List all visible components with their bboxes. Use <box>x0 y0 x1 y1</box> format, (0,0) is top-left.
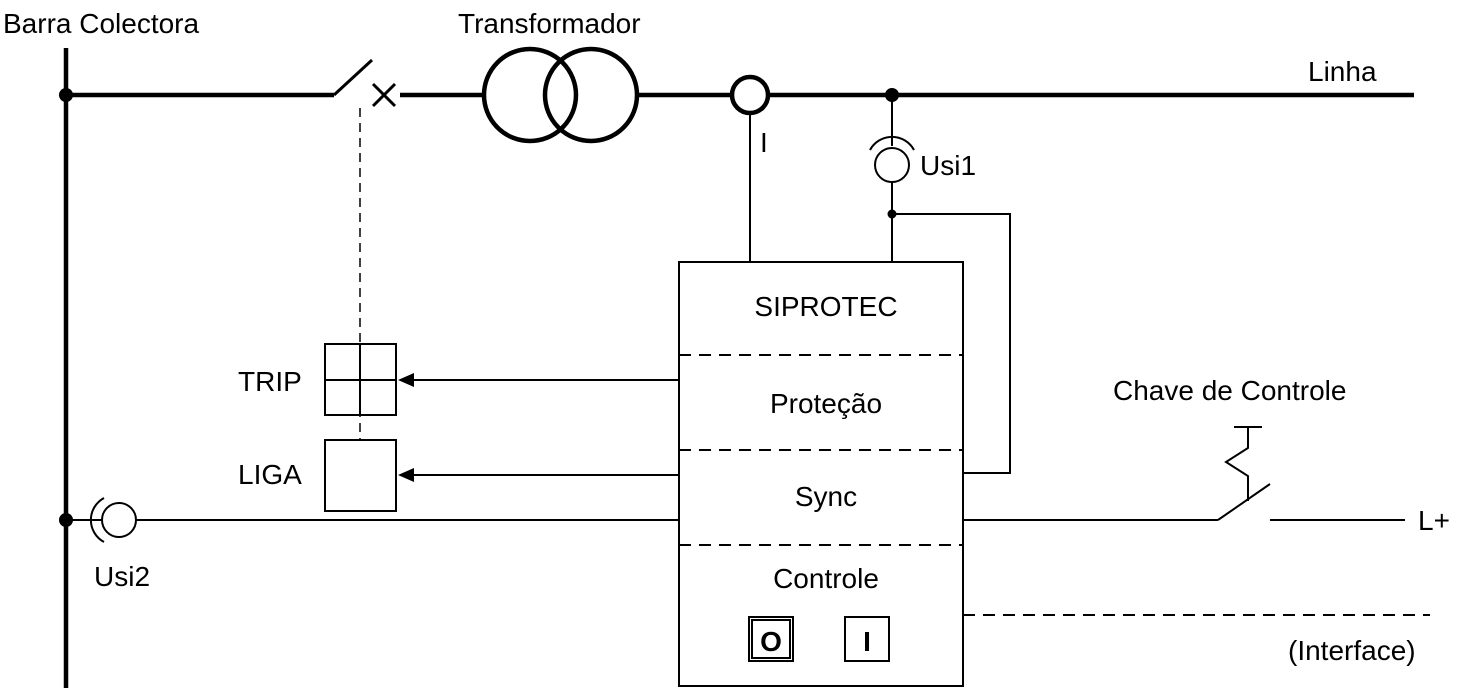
section-sync: Sync <box>795 481 857 512</box>
vt2-label: Usi2 <box>94 561 150 592</box>
open-button-glyph: O <box>760 626 782 657</box>
supply-label: L+ <box>1418 505 1450 536</box>
transformer-winding-1 <box>481 46 579 144</box>
close-coil <box>324 439 397 512</box>
breaker-x-b <box>371 82 397 108</box>
interface-label: (Interface) <box>1288 635 1416 666</box>
current-label: I <box>760 127 768 158</box>
transformer-winding-2 <box>542 46 640 144</box>
control-switch-contact <box>1217 483 1271 521</box>
trip-label: TRIP <box>238 366 302 397</box>
close-button <box>844 616 890 662</box>
vt1-sync-wire <box>892 213 1011 474</box>
transformer-label: Transformador <box>458 8 641 39</box>
control-switch-label: Chave de Controle <box>1113 375 1346 406</box>
line-label: Linha <box>1308 56 1377 87</box>
busbar-label: Barra Colectora <box>3 8 200 39</box>
control-switch-spring <box>1224 427 1249 501</box>
section-protection: Proteção <box>770 388 882 419</box>
close-arrowhead <box>398 468 414 482</box>
section-control: Controle <box>773 563 879 594</box>
close-button-glyph: I <box>863 626 871 657</box>
close-label: LIGA <box>238 459 302 490</box>
vt2-circle <box>101 502 137 538</box>
open-button <box>748 616 794 662</box>
trip-arrowhead <box>398 373 414 387</box>
vt1-label: Usi1 <box>920 150 976 181</box>
device-title: SIPROTEC <box>754 291 897 322</box>
open-button-inner <box>751 619 791 659</box>
vt1-circle <box>874 147 910 183</box>
siprotec-device <box>678 261 964 687</box>
current-transformer <box>729 74 771 116</box>
vt1-arc <box>869 135 915 151</box>
vt2-arc <box>89 497 105 543</box>
breaker-contact <box>332 58 374 97</box>
